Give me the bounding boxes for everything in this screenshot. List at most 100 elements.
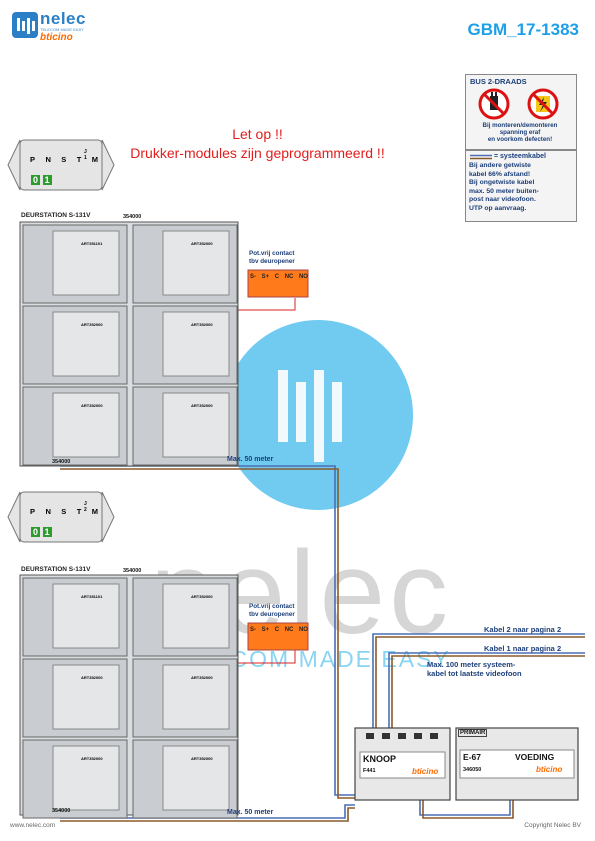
dip-j-labels-2: J 2 bbox=[84, 501, 87, 513]
dip-value: 1 bbox=[42, 175, 52, 185]
dip-j-labels-1: J 1 bbox=[84, 149, 87, 161]
relay-terminal-2 bbox=[247, 622, 309, 651]
document-code: GBM_17-1383 bbox=[467, 20, 579, 39]
station-2-top-part: 354000 bbox=[123, 568, 142, 574]
logo-text: nelec bbox=[40, 9, 86, 28]
system-cable-symbol-icon bbox=[470, 154, 492, 160]
max100-label: Max. 100 meter systeem- kabel tot laatst… bbox=[427, 660, 522, 678]
dip-label: M bbox=[91, 155, 98, 164]
system-cable-box bbox=[465, 150, 577, 222]
max100-line-1: Max. 100 meter systeem- bbox=[427, 660, 516, 669]
station-2-module-code: ART352000 bbox=[191, 675, 213, 680]
voeding-unit bbox=[455, 727, 579, 801]
station-1-cable-label: Max. 50 meter bbox=[227, 456, 274, 463]
cable-2-label: Kabel 2 naar pagina 2 bbox=[484, 625, 562, 634]
station-2-module-code: ART351101 bbox=[81, 594, 103, 599]
terminal-label: C bbox=[274, 274, 280, 280]
system-line: UTP op aanvraag. bbox=[469, 204, 527, 212]
dip-label: T bbox=[76, 507, 82, 516]
pot-line-2: tbv deuropener bbox=[249, 257, 295, 265]
station-2-module-face bbox=[162, 664, 230, 730]
dip-values-2: 0 1 bbox=[31, 527, 52, 537]
nelec-logo-icon bbox=[12, 12, 38, 38]
station-2-bottom-part: 354000 bbox=[52, 808, 71, 814]
no-plug-icon bbox=[478, 88, 510, 120]
dip-labels-2: P N S T M bbox=[30, 507, 98, 516]
bus-warning-line-3: en voorkom defecten! bbox=[487, 136, 553, 143]
logo-brand: bticino bbox=[40, 32, 73, 43]
system-line: Bij andere getwiste bbox=[469, 162, 531, 169]
terminal-label: S- bbox=[250, 274, 256, 280]
dip-j-label: 1 bbox=[84, 154, 87, 161]
station-1-module-code: ART351101 bbox=[81, 241, 103, 246]
dip-label: M bbox=[91, 507, 98, 516]
bus-warning-line-1: Bij monteren/demonteren bbox=[482, 122, 558, 129]
system-cable-text: Bij andere getwiste kabel 66% afstand! B… bbox=[469, 162, 573, 213]
system-line: post naar videofoon. bbox=[469, 196, 536, 203]
station-2-pot-label: Pot.vrij contact tbv deuropener bbox=[249, 603, 295, 618]
station-1-module-code: ART352000 bbox=[81, 322, 103, 327]
voeding-brand: bticino bbox=[536, 765, 563, 774]
station-1-module-code: ART352000 bbox=[191, 403, 213, 408]
max100-line-2: kabel tot laatste videofoon bbox=[427, 669, 522, 678]
station-1-module-face bbox=[52, 392, 120, 458]
dip-values-1: 0 1 bbox=[31, 175, 52, 185]
station-1-module-face bbox=[162, 392, 230, 458]
dip-value: 0 bbox=[31, 175, 41, 185]
terminal-label: NO bbox=[298, 274, 308, 280]
station-2-module-code: ART352000 bbox=[191, 594, 213, 599]
dip-labels-1: P N S T M bbox=[30, 155, 98, 164]
no-voltage-icon bbox=[527, 88, 559, 120]
station-1-title: DEURSTATION S-131V bbox=[21, 212, 91, 219]
station-2-module-code: ART352000 bbox=[81, 675, 103, 680]
station-1-bottom-part: 354000 bbox=[52, 459, 71, 465]
station-2-title: DEURSTATION S-131V bbox=[21, 566, 91, 573]
warning-line-2: Drukker-modules zijn geprogrammeerd !! bbox=[130, 145, 385, 161]
bus-info-box bbox=[465, 74, 577, 150]
knoop-brand: bticino bbox=[412, 767, 439, 776]
dip-j-label: J bbox=[84, 501, 87, 507]
dip-label: S bbox=[61, 155, 67, 164]
dip-label: S bbox=[61, 507, 67, 516]
dip-value: 0 bbox=[31, 527, 41, 537]
dip-label: N bbox=[45, 507, 51, 516]
voeding-name: VOEDING bbox=[515, 752, 555, 762]
dip-label: N bbox=[45, 155, 51, 164]
station-2-module-face bbox=[52, 745, 120, 811]
knoop-name: KNOOP bbox=[363, 754, 397, 764]
terminal-label: S- bbox=[250, 627, 256, 633]
station-1-terminals: S- S+ C NC NO bbox=[250, 274, 308, 280]
programming-warning: Let op !! Drukker-modules zijn geprogram… bbox=[110, 125, 405, 163]
station-2-cable-label: Max. 50 meter bbox=[227, 809, 274, 816]
watermark-logo-icon bbox=[278, 370, 342, 462]
station-2-module-code: ART352000 bbox=[191, 756, 213, 761]
system-line: Bij ongetwiste kabel bbox=[469, 179, 535, 186]
bus-warning-line-2: spanning eraf bbox=[499, 129, 541, 136]
warning-line-1: Let op !! bbox=[232, 126, 283, 142]
logo-tagline: TELECOM MADE EASY bbox=[40, 27, 84, 32]
terminal-label: NC bbox=[284, 627, 294, 633]
bus-warning-text: Bij monteren/demonteren spanning eraf en… bbox=[467, 122, 573, 143]
terminal-label: S+ bbox=[261, 274, 270, 280]
pot-line-2: tbv deuropener bbox=[249, 610, 295, 618]
voeding-code: 346050 bbox=[463, 767, 482, 773]
voeding-primair: PRIMAIR bbox=[458, 729, 488, 737]
station-1-module-code: ART352000 bbox=[81, 403, 103, 408]
terminal-label: NC bbox=[284, 274, 294, 280]
knoop-unit bbox=[354, 727, 451, 801]
dip-switch-2 bbox=[7, 491, 115, 543]
footer-website: www.nelec.com bbox=[10, 822, 56, 829]
cable-1-label: Kabel 1 naar pagina 2 bbox=[484, 644, 562, 653]
dip-label: P bbox=[30, 155, 36, 164]
dip-label: T bbox=[76, 155, 82, 164]
station-1-module-face bbox=[162, 311, 230, 377]
station-2-module-face bbox=[162, 745, 230, 811]
system-line: max. 50 meter buiten- bbox=[469, 187, 539, 195]
terminal-label: C bbox=[274, 627, 280, 633]
pot-line-1: Pot.vrij contact bbox=[249, 250, 295, 257]
voeding-model: E-67 bbox=[463, 752, 481, 762]
